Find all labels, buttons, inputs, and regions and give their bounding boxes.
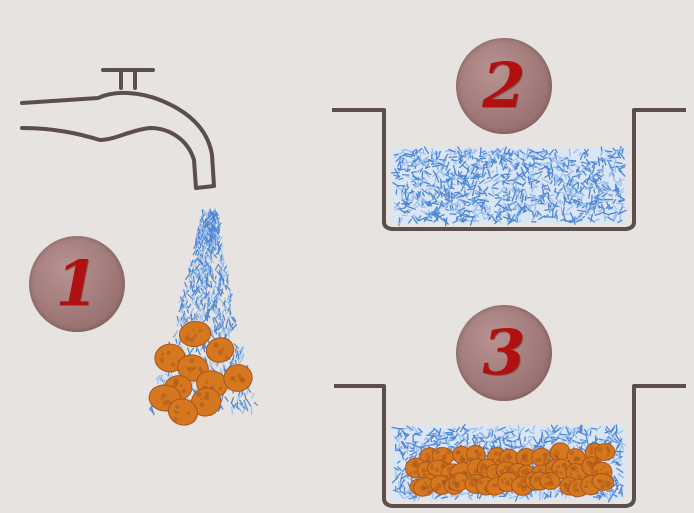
pot-icon-step-3 [334, 386, 686, 506]
step-1-badge: 1 [29, 236, 125, 332]
step-2-number: 2 [482, 55, 525, 117]
potato-group-stream [148, 319, 255, 428]
step-1-number: 1 [55, 253, 98, 315]
step-3-number: 3 [482, 322, 525, 384]
faucet-icon [22, 70, 214, 188]
step-2-badge: 2 [456, 38, 552, 134]
step-3-badge: 3 [456, 305, 552, 401]
